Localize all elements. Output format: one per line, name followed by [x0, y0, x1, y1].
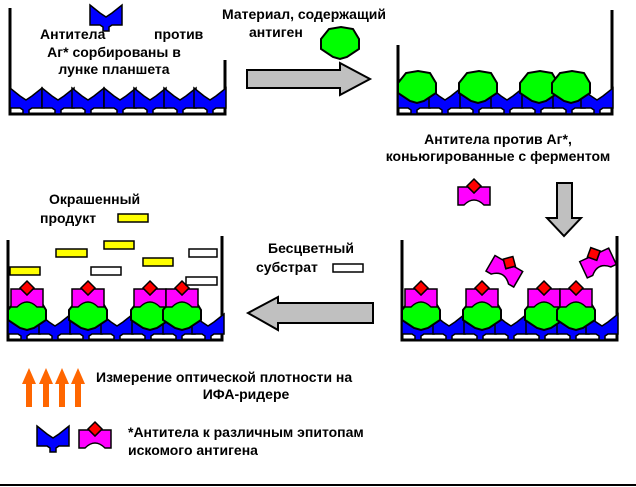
- substrate-line1: Бесцветный: [268, 240, 354, 256]
- product-line2: продукт: [40, 210, 97, 226]
- arrow-right: [246, 61, 373, 97]
- step1-line3: лунке планшета: [58, 61, 170, 77]
- colorless-substrate: [90, 266, 122, 276]
- free-conjugate: [485, 247, 528, 288]
- step1-line1b: против: [154, 26, 204, 42]
- antigen-icon: [320, 26, 360, 60]
- orange-arrow-icon: [55, 368, 69, 407]
- measurement-arrows: [22, 368, 85, 407]
- colorless-substrate: [185, 276, 218, 286]
- step1-line1a: Антитела: [40, 26, 106, 42]
- step3-line2: коньюгированные с ферментом: [385, 148, 611, 164]
- step3-line1: Антитела против Аг*,: [424, 131, 572, 147]
- colored-product: [9, 266, 41, 276]
- well-4: [6, 236, 225, 342]
- legend-line2: искомого антигена: [128, 442, 258, 458]
- colored-product: [142, 257, 174, 267]
- conjugate-antibody-icon: [457, 178, 491, 206]
- product-line1: Окрашенный: [49, 191, 141, 207]
- measurement-line1: Измерение оптической плотности на: [96, 369, 353, 385]
- arrow-down: [544, 182, 584, 238]
- legend-line1: *Антитела к различным эпитопам: [128, 424, 364, 440]
- legend-conjugate-antibody-icon: [78, 421, 112, 449]
- orange-arrow-icon: [71, 368, 85, 407]
- well-4-conjugates: [10, 280, 199, 308]
- colored-product: [103, 240, 135, 250]
- step1-line2: Аг* сорбированы в: [47, 44, 181, 60]
- measurement-line2: ИФА-ридере: [202, 386, 290, 402]
- orange-arrow-icon: [22, 368, 36, 407]
- colorless-substrate: [188, 248, 218, 258]
- step2-line2: антиген: [249, 24, 303, 40]
- orange-arrow-icon: [39, 368, 53, 407]
- colored-product: [55, 248, 88, 258]
- well-2: [396, 10, 614, 116]
- well-1: [8, 8, 227, 116]
- colored-product-icon: [117, 213, 149, 223]
- free-conjugate: [575, 240, 618, 279]
- substrate-line2: субстрат: [256, 259, 318, 275]
- well-1-antibodies: [9, 87, 227, 115]
- step2-line1: Материал, содержащий: [222, 6, 386, 22]
- well-4-products: [9, 240, 218, 286]
- arrow-left: [245, 295, 374, 332]
- well-3-conjugates: [404, 280, 593, 308]
- legend-capture-antibody-icon: [36, 425, 70, 453]
- well-3: [400, 236, 619, 342]
- colorless-substrate-icon: [332, 263, 364, 273]
